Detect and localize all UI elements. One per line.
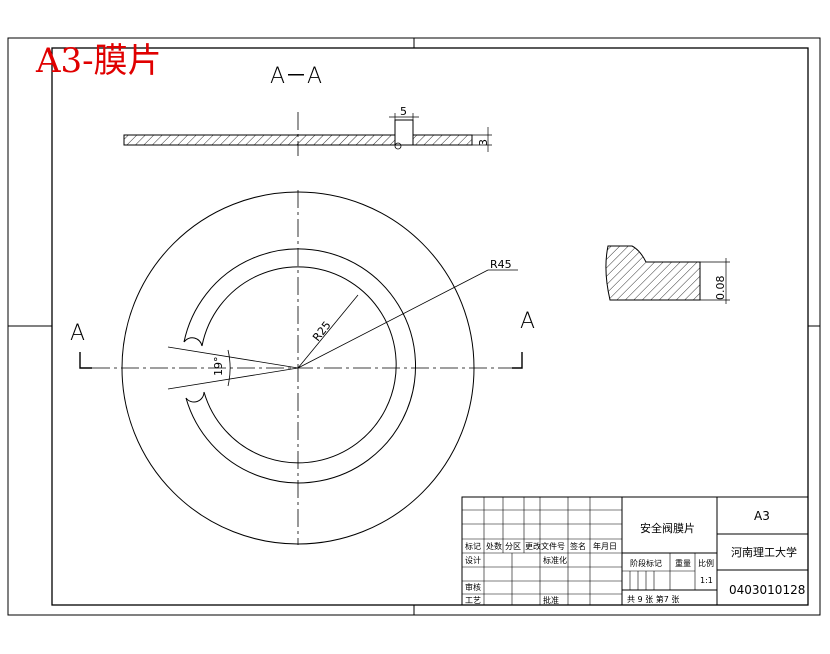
section-view [123,113,492,152]
tb-label-process: 工艺 [465,596,481,605]
tb-part-name: 安全阀膜片 [640,521,695,535]
tb-label-weight: 重量 [675,558,691,568]
detail-depth-dimension: 0.08 [714,276,727,301]
cut-label-right: A [520,309,535,334]
title-block [461,496,809,606]
tb-label-mark: 标记 [465,541,481,551]
slot-outer-arc [183,248,416,484]
tb-scale-value: 1:1 [700,576,713,585]
inner-radius-dimension: R25 [310,319,334,344]
tb-school: 河南理工大学 [731,545,797,559]
tb-sheet-info: 共 9 张 第7 张 [627,594,679,604]
tb-drawing-no: 0403010128 [729,583,805,597]
tb-label-change-doc: 更改文件号 [525,541,565,551]
sheet-title: A3-膜片 [35,41,162,81]
tb-label-approve: 批准 [543,595,559,605]
tb-paper-size: A3 [754,509,770,523]
cutting-plane-markers [79,352,523,369]
centering-ticks [8,38,820,615]
slot-width-dimension: 5 [400,105,407,118]
detail-view [605,245,730,304]
slot-inner-arc [201,266,397,464]
tb-label-count: 处数 [486,541,502,551]
tb-label-standardize: 标准化 [543,555,567,565]
tb-label-stage-mark: 阶段标记 [630,558,662,568]
sheet-border [7,37,821,616]
outer-radius-dimension: R45 [490,258,512,271]
tb-label-zone: 分区 [505,542,521,551]
plan-view [121,191,518,545]
section-view-label: A－A [270,64,322,89]
outer-circle [121,191,475,545]
thickness-dimension: 3 [477,139,490,146]
cut-label-left: A [70,321,85,346]
angle-dimension: 19° [212,357,225,377]
drawing-frame [51,47,809,606]
tb-label-design: 设计 [465,555,481,565]
tb-label-date: 年月日 [593,541,617,551]
tb-label-scale: 比例 [698,558,714,568]
tb-label-signature: 签名 [570,541,586,551]
tb-label-review: 审核 [465,582,481,592]
centerlines [92,112,522,545]
